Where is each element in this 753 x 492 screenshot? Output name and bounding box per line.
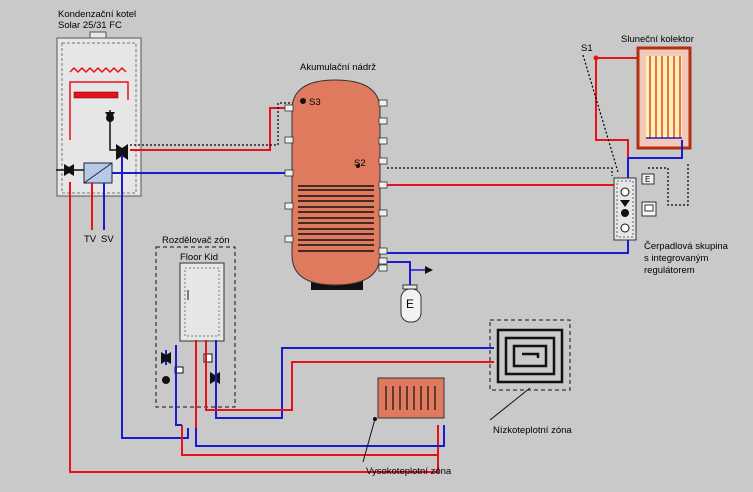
tank-s2-label: S2 [354, 158, 366, 169]
pump-group-line1: Čerpadlová skupina [644, 241, 728, 252]
tank-title: Akumulační nádrž [300, 62, 377, 73]
distributor-pipes [175, 340, 494, 456]
distributor-subtitle: Floor Kid [180, 252, 219, 263]
collector-title: Sluneční kolektor [621, 34, 694, 45]
zone-distributor [155, 246, 236, 408]
boiler-title-line2: Solar 25/31 FC [58, 20, 122, 31]
collector-s1-label: S1 [581, 43, 593, 54]
boiler-sv-label: SV [101, 234, 114, 245]
boiler-tv-label: TV [84, 234, 97, 245]
low-temp-zone-label: Nízkoteplotní zóna [493, 425, 572, 436]
condensing-boiler [56, 31, 142, 197]
pump-group [613, 173, 657, 241]
distributor-title: Rozdělovač zón [162, 235, 230, 246]
pump-group-line3: regulátorem [644, 265, 695, 276]
boiler-pipes [69, 102, 439, 473]
tank-s3-label: S3 [309, 97, 321, 108]
high-temp-radiator [362, 377, 445, 463]
pump-group-line2: s integrovaným [644, 253, 709, 264]
expansion-vessel [387, 261, 433, 323]
boiler-title-line1: Kondenzační kotel [58, 9, 137, 20]
accumulation-tank [284, 79, 388, 290]
low-temp-floor-heating [489, 319, 571, 421]
high-temp-zone-label: Vysokoteplotní zóna [366, 466, 452, 477]
pump-group-e-label: E [645, 175, 651, 184]
solar-collector [636, 46, 692, 150]
expansion-e-label: E [406, 297, 415, 311]
